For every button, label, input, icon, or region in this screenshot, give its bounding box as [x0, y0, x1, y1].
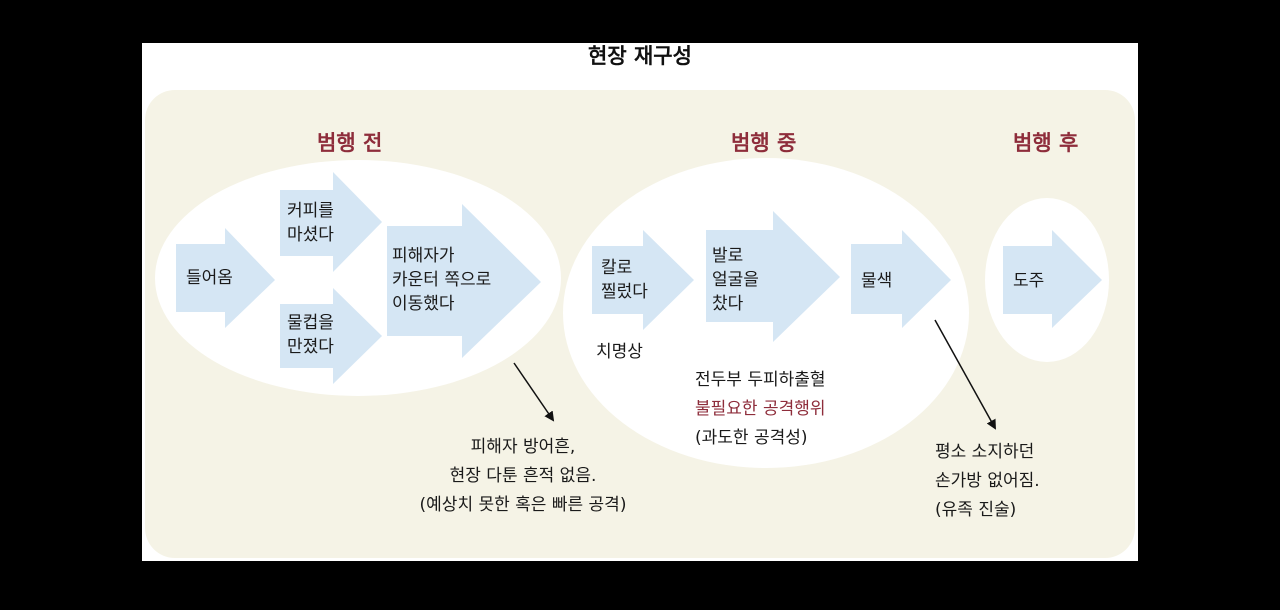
step-cup: 물컵을 만졌다 — [287, 311, 334, 359]
step-kick-line: 찼다 — [712, 294, 744, 314]
step-victim-move-line: 피해자가 — [392, 246, 455, 266]
note-injury: 전두부 두피하출혈 불필요한 공격행위 (과도한 공격성) — [695, 366, 826, 453]
arrow-coffee — [280, 172, 382, 272]
pointer-bag — [934, 319, 996, 430]
step-victim-move-line: 카운터 쪽으로 — [392, 270, 492, 290]
step-victim-move-line: 이동했다 — [392, 294, 455, 314]
note-injury-highlight: 불필요한 공격행위 — [695, 399, 826, 419]
diagram-title: 현장 재구성 — [588, 44, 692, 68]
note-defense-line: 현장 다툰 흔적 없음. — [449, 466, 597, 486]
arrow-search — [851, 230, 951, 328]
step-stab: 칼로 찔렀다 — [601, 256, 648, 304]
phase-after-label: 범행 후 — [1013, 131, 1079, 155]
note-bag-line: 손가방 없어짐. — [935, 471, 1040, 491]
arrow-victim-move — [387, 204, 541, 358]
step-enter: 들어옴 — [186, 268, 233, 288]
note-injury-line: 전두부 두피하출혈 — [695, 370, 826, 390]
phase-during-label: 범행 중 — [731, 131, 797, 155]
step-stab-line: 찔렀다 — [601, 282, 648, 302]
step-stab-line: 칼로 — [601, 258, 633, 278]
step-kick-line: 얼굴을 — [712, 270, 759, 290]
step-coffee-line: 마셨다 — [287, 225, 334, 245]
step-kick: 발로 얼굴을 찼다 — [712, 244, 759, 316]
step-cup-line: 만졌다 — [287, 337, 334, 357]
phase-before-label: 범행 전 — [317, 131, 383, 155]
arrow-flee — [1003, 230, 1102, 328]
note-defense-line: (예상치 못한 혹은 빠른 공격) — [419, 495, 627, 515]
step-flee: 도주 — [1013, 271, 1045, 291]
note-bag: 평소 소지하던 손가방 없어짐. (유족 진술) — [935, 438, 1040, 525]
arrow-kick — [706, 211, 840, 342]
step-coffee-line: 커피를 — [287, 201, 334, 221]
arrow-stab — [592, 230, 694, 330]
arrow-cup — [280, 288, 382, 384]
note-defense: 피해자 방어흔, 현장 다툰 흔적 없음. (예상치 못한 혹은 빠른 공격) — [378, 433, 668, 520]
note-injury-line: (과도한 공격성) — [695, 428, 808, 448]
pointer-defense — [513, 362, 555, 422]
before-ellipse — [155, 160, 561, 396]
step-victim-move: 피해자가 카운터 쪽으로 이동했다 — [392, 244, 491, 316]
note-fatal: 치명상 — [596, 342, 643, 362]
step-coffee: 커피를 마셨다 — [287, 199, 334, 247]
step-cup-line: 물컵을 — [287, 313, 334, 333]
note-defense-line: 피해자 방어흔, — [470, 437, 576, 457]
note-bag-line: 평소 소지하던 — [935, 442, 1035, 462]
arrow-enter — [176, 228, 275, 328]
step-search: 물색 — [861, 271, 893, 291]
note-bag-line: (유족 진술) — [935, 500, 1017, 520]
step-kick-line: 발로 — [712, 246, 744, 266]
